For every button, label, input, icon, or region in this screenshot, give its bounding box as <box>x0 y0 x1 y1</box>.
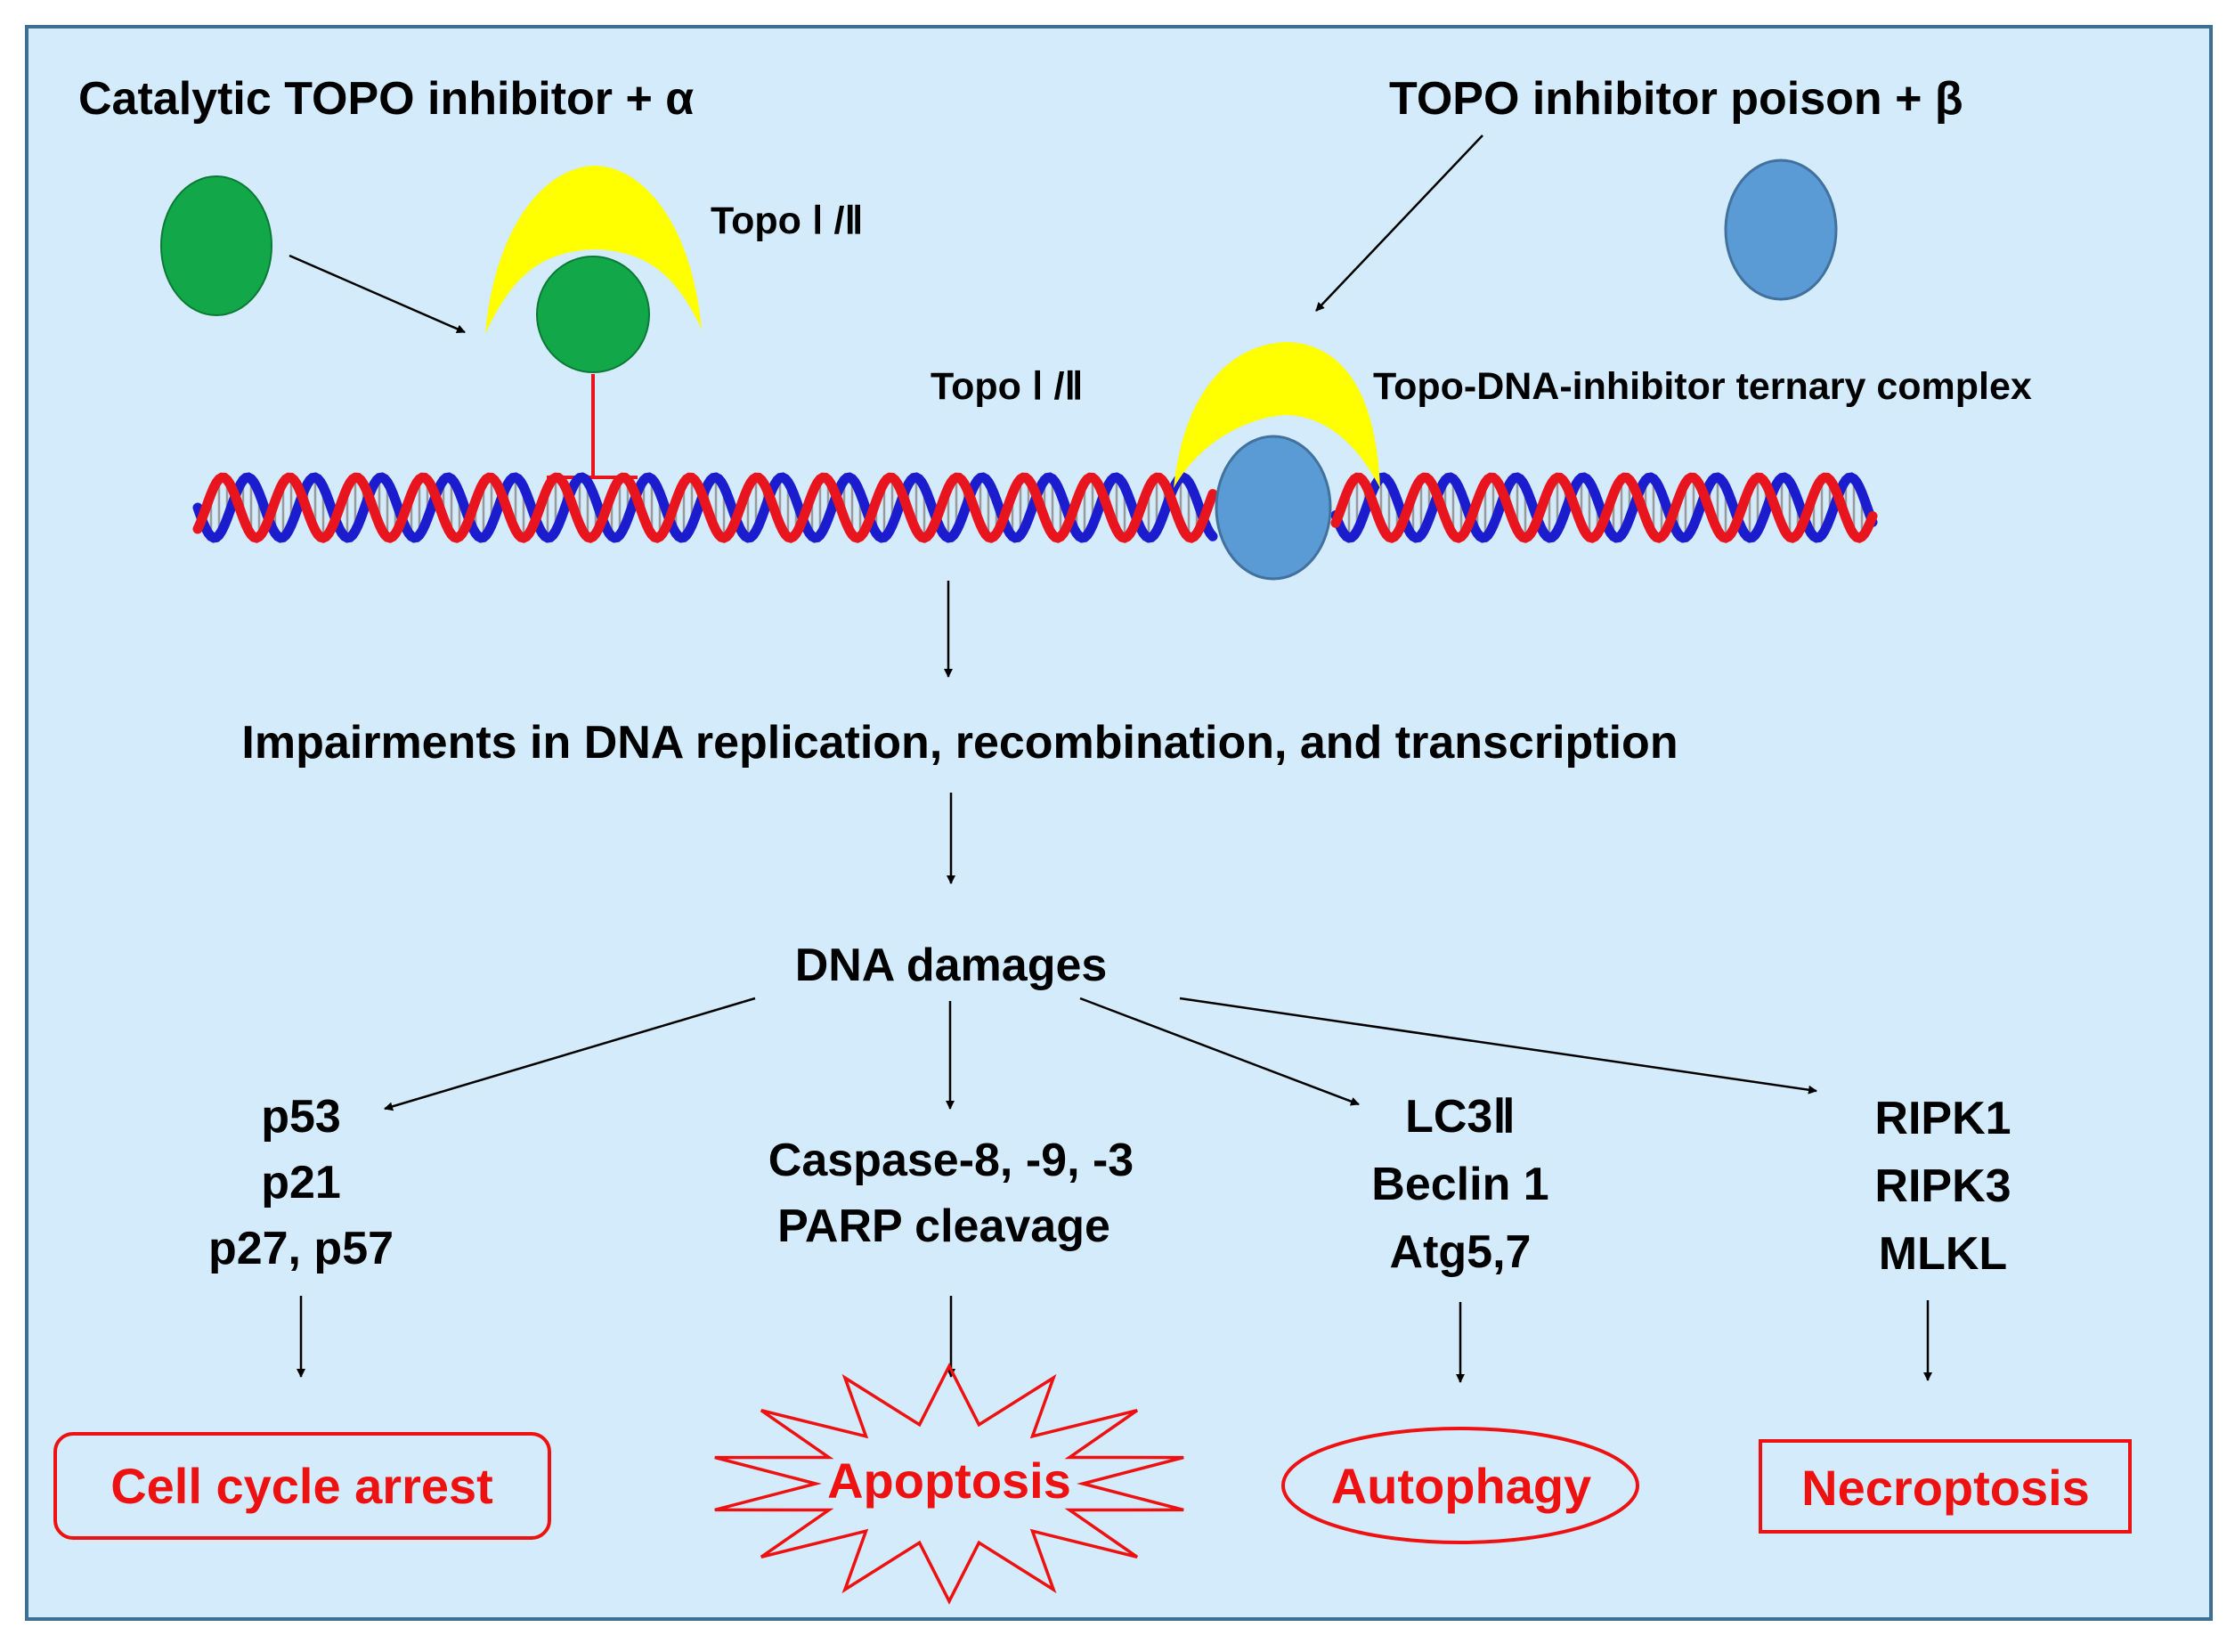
marker-parp-cleavage: PARP cleavage <box>777 1200 1110 1252</box>
dna-double-helix <box>192 472 1878 543</box>
apoptosis-label: Apoptosis <box>827 1453 1071 1509</box>
topo-enzyme-left-icon <box>485 166 702 334</box>
dna-damages-label: DNA damages <box>795 940 1108 991</box>
marker-p27-p57: p27, p57 <box>208 1223 394 1274</box>
autophagy-ellipse <box>1281 1427 1639 1544</box>
topo-left-label: Topo Ⅰ /Ⅱ <box>711 199 864 242</box>
marker-ripk1: RIPK1 <box>1874 1093 2011 1144</box>
necroptosis-label: Necroptosis <box>1801 1460 2090 1516</box>
poison-binding-arrow <box>1315 134 1483 312</box>
ternary-complex-label: Topo-DNA-inhibitor ternary complex <box>1373 365 2032 408</box>
poison-inhibitor-free-icon <box>1724 159 1838 301</box>
inhibitor-binding-arrow <box>289 254 466 334</box>
arrow-to-cell-cycle-markers <box>384 997 756 1111</box>
topo-right-label: Topo Ⅰ /Ⅱ <box>931 365 1084 408</box>
cell-cycle-arrest-box <box>53 1432 551 1540</box>
marker-mlkl: MLKL <box>1879 1228 2007 1280</box>
topo-enzyme-right-icon <box>1174 342 1380 488</box>
marker-caspases: Caspase-8, -9, -3 <box>768 1135 1134 1186</box>
catalytic-inhibitor-title: Catalytic TOPO inhibitor + α <box>78 73 694 125</box>
impairments-label: Impairments in DNA replication, recombin… <box>241 717 1678 769</box>
arrow-to-necroptosis-markers <box>1179 997 1817 1095</box>
marker-p21: p21 <box>261 1157 341 1208</box>
arrow-to-autophagy-markers <box>1079 997 1360 1106</box>
background-panel <box>25 25 2213 1621</box>
catalytic-inhibitor-free-icon <box>160 175 272 316</box>
catalytic-inhibitor-bound-icon <box>536 256 650 373</box>
marker-atg57: Atg5,7 <box>1390 1226 1532 1278</box>
marker-lc3: LC3Ⅱ <box>1405 1091 1516 1143</box>
apoptosis-burst-icon <box>714 1363 1184 1605</box>
marker-p53: p53 <box>261 1091 341 1143</box>
poison-inhibitor-title: TOPO inhibitor poison + β <box>1389 73 1963 125</box>
marker-ripk3: RIPK3 <box>1874 1160 2011 1212</box>
poison-inhibitor-bound-icon <box>1215 435 1332 581</box>
marker-beclin1: Beclin 1 <box>1371 1159 1548 1210</box>
autophagy-label: Autophagy <box>1331 1458 1591 1514</box>
necroptosis-box <box>1759 1439 2132 1534</box>
cell-cycle-arrest-label: Cell cycle arrest <box>110 1458 493 1514</box>
dna-strand-red <box>192 472 1878 543</box>
